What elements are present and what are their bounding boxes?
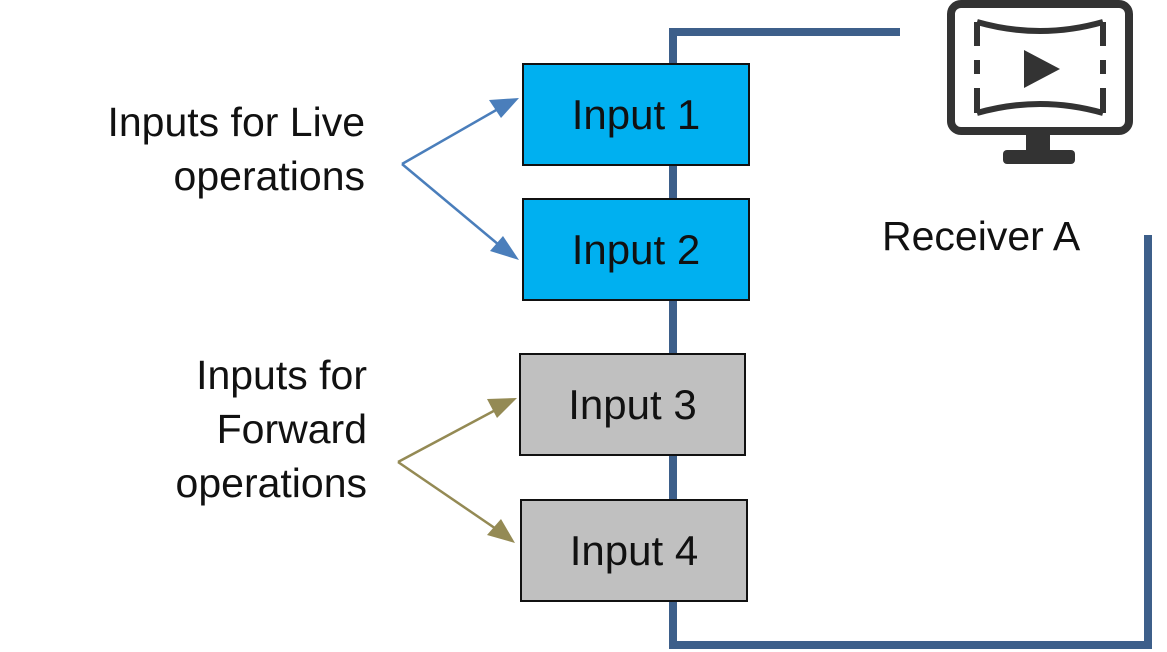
input-2-label: Input 2 (571, 225, 701, 273)
live-arrow-input1 (401, 103, 506, 166)
live-group-label: Inputs for Live operations (107, 95, 365, 203)
live-arrow-input2 (401, 163, 506, 251)
forward-group-label-line2: Forward (216, 406, 367, 452)
forward-arrowhead-input3 (487, 398, 517, 418)
forward-arrowhead-input4 (487, 519, 515, 543)
input-4-box: Input 4 (520, 499, 748, 602)
input-1-label: Input 1 (571, 90, 701, 138)
forward-arrow-input4 (397, 460, 503, 535)
forward-group-label: Inputs for Forward operations (176, 348, 367, 510)
live-arrowhead-input1 (489, 98, 519, 118)
forward-group-label-line1: Inputs for (196, 352, 367, 398)
live-arrows (401, 98, 519, 260)
forward-arrows (397, 398, 517, 543)
live-group-label-line1: Inputs for Live (107, 99, 365, 145)
cable-line (669, 28, 1152, 649)
input-3-box: Input 3 (519, 353, 746, 456)
live-arrowhead-input2 (490, 236, 519, 260)
live-group-label-line2: operations (173, 153, 365, 199)
input-4-label: Input 4 (569, 526, 699, 574)
input-1-box: Input 1 (522, 63, 750, 166)
forward-group-label-line3: operations (175, 460, 367, 506)
forward-arrow-input3 (397, 404, 504, 464)
monitor-play-icon (947, 0, 1133, 164)
input-3-label: Input 3 (568, 380, 697, 428)
receiver-label: Receiver A (882, 213, 1081, 259)
input-2-box: Input 2 (522, 198, 750, 301)
